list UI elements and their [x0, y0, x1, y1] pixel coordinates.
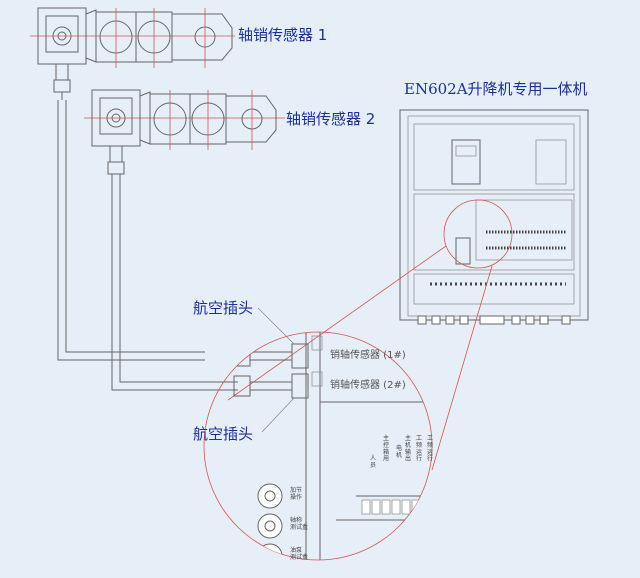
- connector-2-label: 轴称测试盒: [290, 516, 308, 531]
- terminal-col-label: 工频运行: [416, 435, 422, 463]
- terminal-col-label: 电机: [396, 444, 402, 459]
- plug-label-top: 航空插头: [193, 299, 253, 317]
- connector-labels: 加节操作 轴称测试盒 油泵测试盒: [290, 486, 308, 561]
- plug-label-bottom: 航空插头: [193, 425, 253, 443]
- pin-sensor-2: [84, 89, 285, 200]
- control-cabinet: [399, 109, 589, 325]
- terminal-col-label: 主机输出: [405, 434, 411, 463]
- sensor-row-1-label: 销轴传感器 (1#): [330, 348, 406, 361]
- sensor-2-cable: [111, 200, 238, 391]
- pin-sensor-1: [30, 7, 235, 100]
- sensor-2-label: 轴销传感器 2: [286, 110, 375, 128]
- sensor-1-label: 轴销传感器 1: [238, 26, 327, 44]
- terminal-col-label: 工频运行: [427, 435, 433, 463]
- terminal-col-label: 主控箱用: [383, 434, 389, 463]
- terminal-col-label: 人员: [370, 455, 376, 469]
- zoom-detail: [203, 331, 433, 561]
- connector-1-label: 加节操作: [290, 486, 302, 501]
- cabinet-title: EN602A升降机专用一体机: [404, 80, 588, 98]
- connector-3-label: 油泵测试盒: [290, 546, 308, 561]
- sensor-row-2-label: 销轴传感器 (2#): [330, 378, 406, 391]
- sensor-1-cable: [57, 100, 205, 361]
- cabinet-callout-circle: [443, 199, 513, 269]
- terminal-column-labels: 人员 主控箱用 电机 主机输出 工频运行 工频运行: [370, 434, 433, 469]
